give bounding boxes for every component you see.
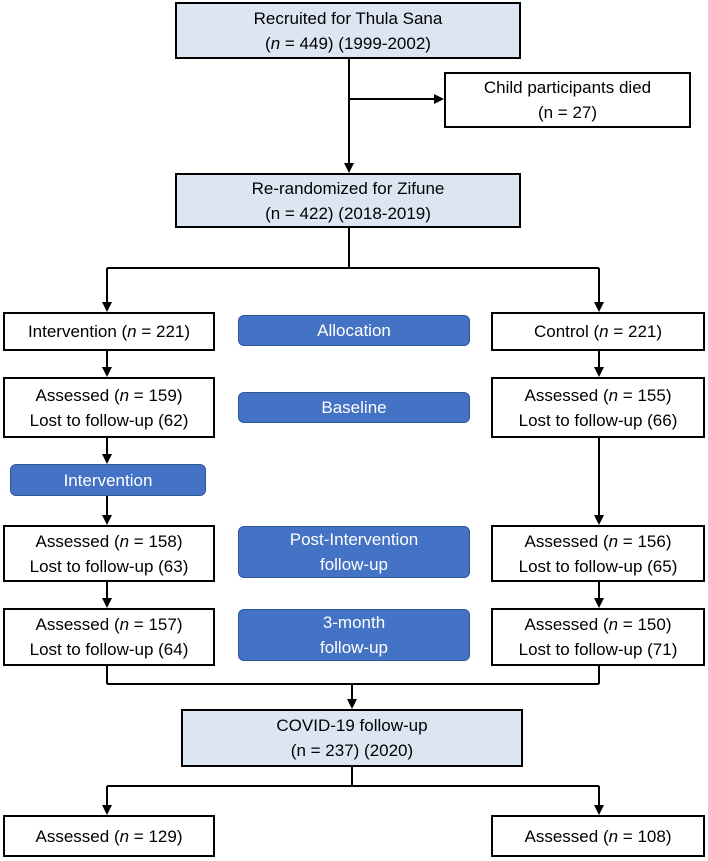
- control-baseline-box: Assessed (n = 155) Lost to follow-up (66…: [491, 377, 705, 438]
- control-baseline-lost: Lost to follow-up (66): [518, 410, 678, 430]
- stage-intervention: Intervention: [10, 464, 206, 496]
- intervention-covid-assessed: Assessed (n = 129): [35, 826, 183, 846]
- rerandomized-title: Re-randomized for Zifune: [251, 178, 445, 198]
- control-3month-lost: Lost to follow-up (71): [518, 640, 678, 659]
- intervention-baseline-box: Assessed (n = 159) Lost to follow-up (62…: [3, 377, 215, 438]
- control-covid-assessed: Assessed (n = 108): [524, 826, 672, 846]
- control-allocation-label: Control (n = 221): [533, 322, 663, 341]
- died-title: Child participants died: [483, 78, 652, 97]
- covid-box: COVID-19 follow-up (n = 237) (2020): [181, 709, 523, 767]
- stage-3-month: 3-month follow-up: [238, 609, 470, 661]
- covid-title: COVID-19 follow-up: [276, 716, 428, 735]
- stage-baseline: Baseline: [238, 392, 470, 423]
- intervention-covid-box: Assessed (n = 129): [3, 815, 215, 857]
- died-box: Child participants died (n = 27): [444, 72, 691, 128]
- recruited-count: (n = 449) (1999-2002): [265, 33, 431, 53]
- recruited-box: Recruited for Thula Sana (n = 449) (1999…: [175, 2, 521, 59]
- rerandomized-count: (n = 422) (2018-2019): [265, 203, 431, 223]
- intervention-baseline-assessed: Assessed (n = 159): [35, 385, 183, 405]
- control-post-box: Assessed (n = 156) Lost to follow-up (65…: [491, 525, 705, 582]
- stage-post-intervention: Post-Intervention follow-up: [238, 526, 470, 578]
- intervention-post-assessed: Assessed (n = 158): [35, 531, 183, 551]
- intervention-allocation-label: Intervention (n = 221): [27, 322, 191, 341]
- control-allocation-box: Control (n = 221): [491, 312, 705, 351]
- rerandomized-box: Re-randomized for Zifune (n = 422) (2018…: [175, 173, 521, 228]
- control-post-lost: Lost to follow-up (65): [518, 556, 678, 576]
- intervention-3month-box: Assessed (n = 157) Lost to follow-up (64…: [3, 608, 215, 666]
- stage-allocation: Allocation: [238, 315, 470, 346]
- intervention-3month-lost: Lost to follow-up (64): [29, 640, 189, 659]
- control-covid-box: Assessed (n = 108): [491, 815, 705, 857]
- died-count: (n = 27): [537, 103, 598, 122]
- intervention-post-box: Assessed (n = 158) Lost to follow-up (63…: [3, 525, 215, 582]
- control-baseline-assessed: Assessed (n = 155): [524, 385, 672, 405]
- intervention-3month-assessed: Assessed (n = 157): [35, 615, 183, 634]
- covid-count: (n = 237) (2020): [290, 741, 414, 760]
- intervention-baseline-lost: Lost to follow-up (62): [29, 410, 189, 430]
- intervention-post-lost: Lost to follow-up (63): [29, 556, 189, 576]
- recruited-title: Recruited for Thula Sana: [253, 8, 443, 28]
- control-3month-assessed: Assessed (n = 150): [524, 615, 672, 634]
- control-post-assessed: Assessed (n = 156): [524, 531, 672, 551]
- intervention-allocation-box: Intervention (n = 221): [3, 312, 215, 351]
- control-3month-box: Assessed (n = 150) Lost to follow-up (71…: [491, 608, 705, 666]
